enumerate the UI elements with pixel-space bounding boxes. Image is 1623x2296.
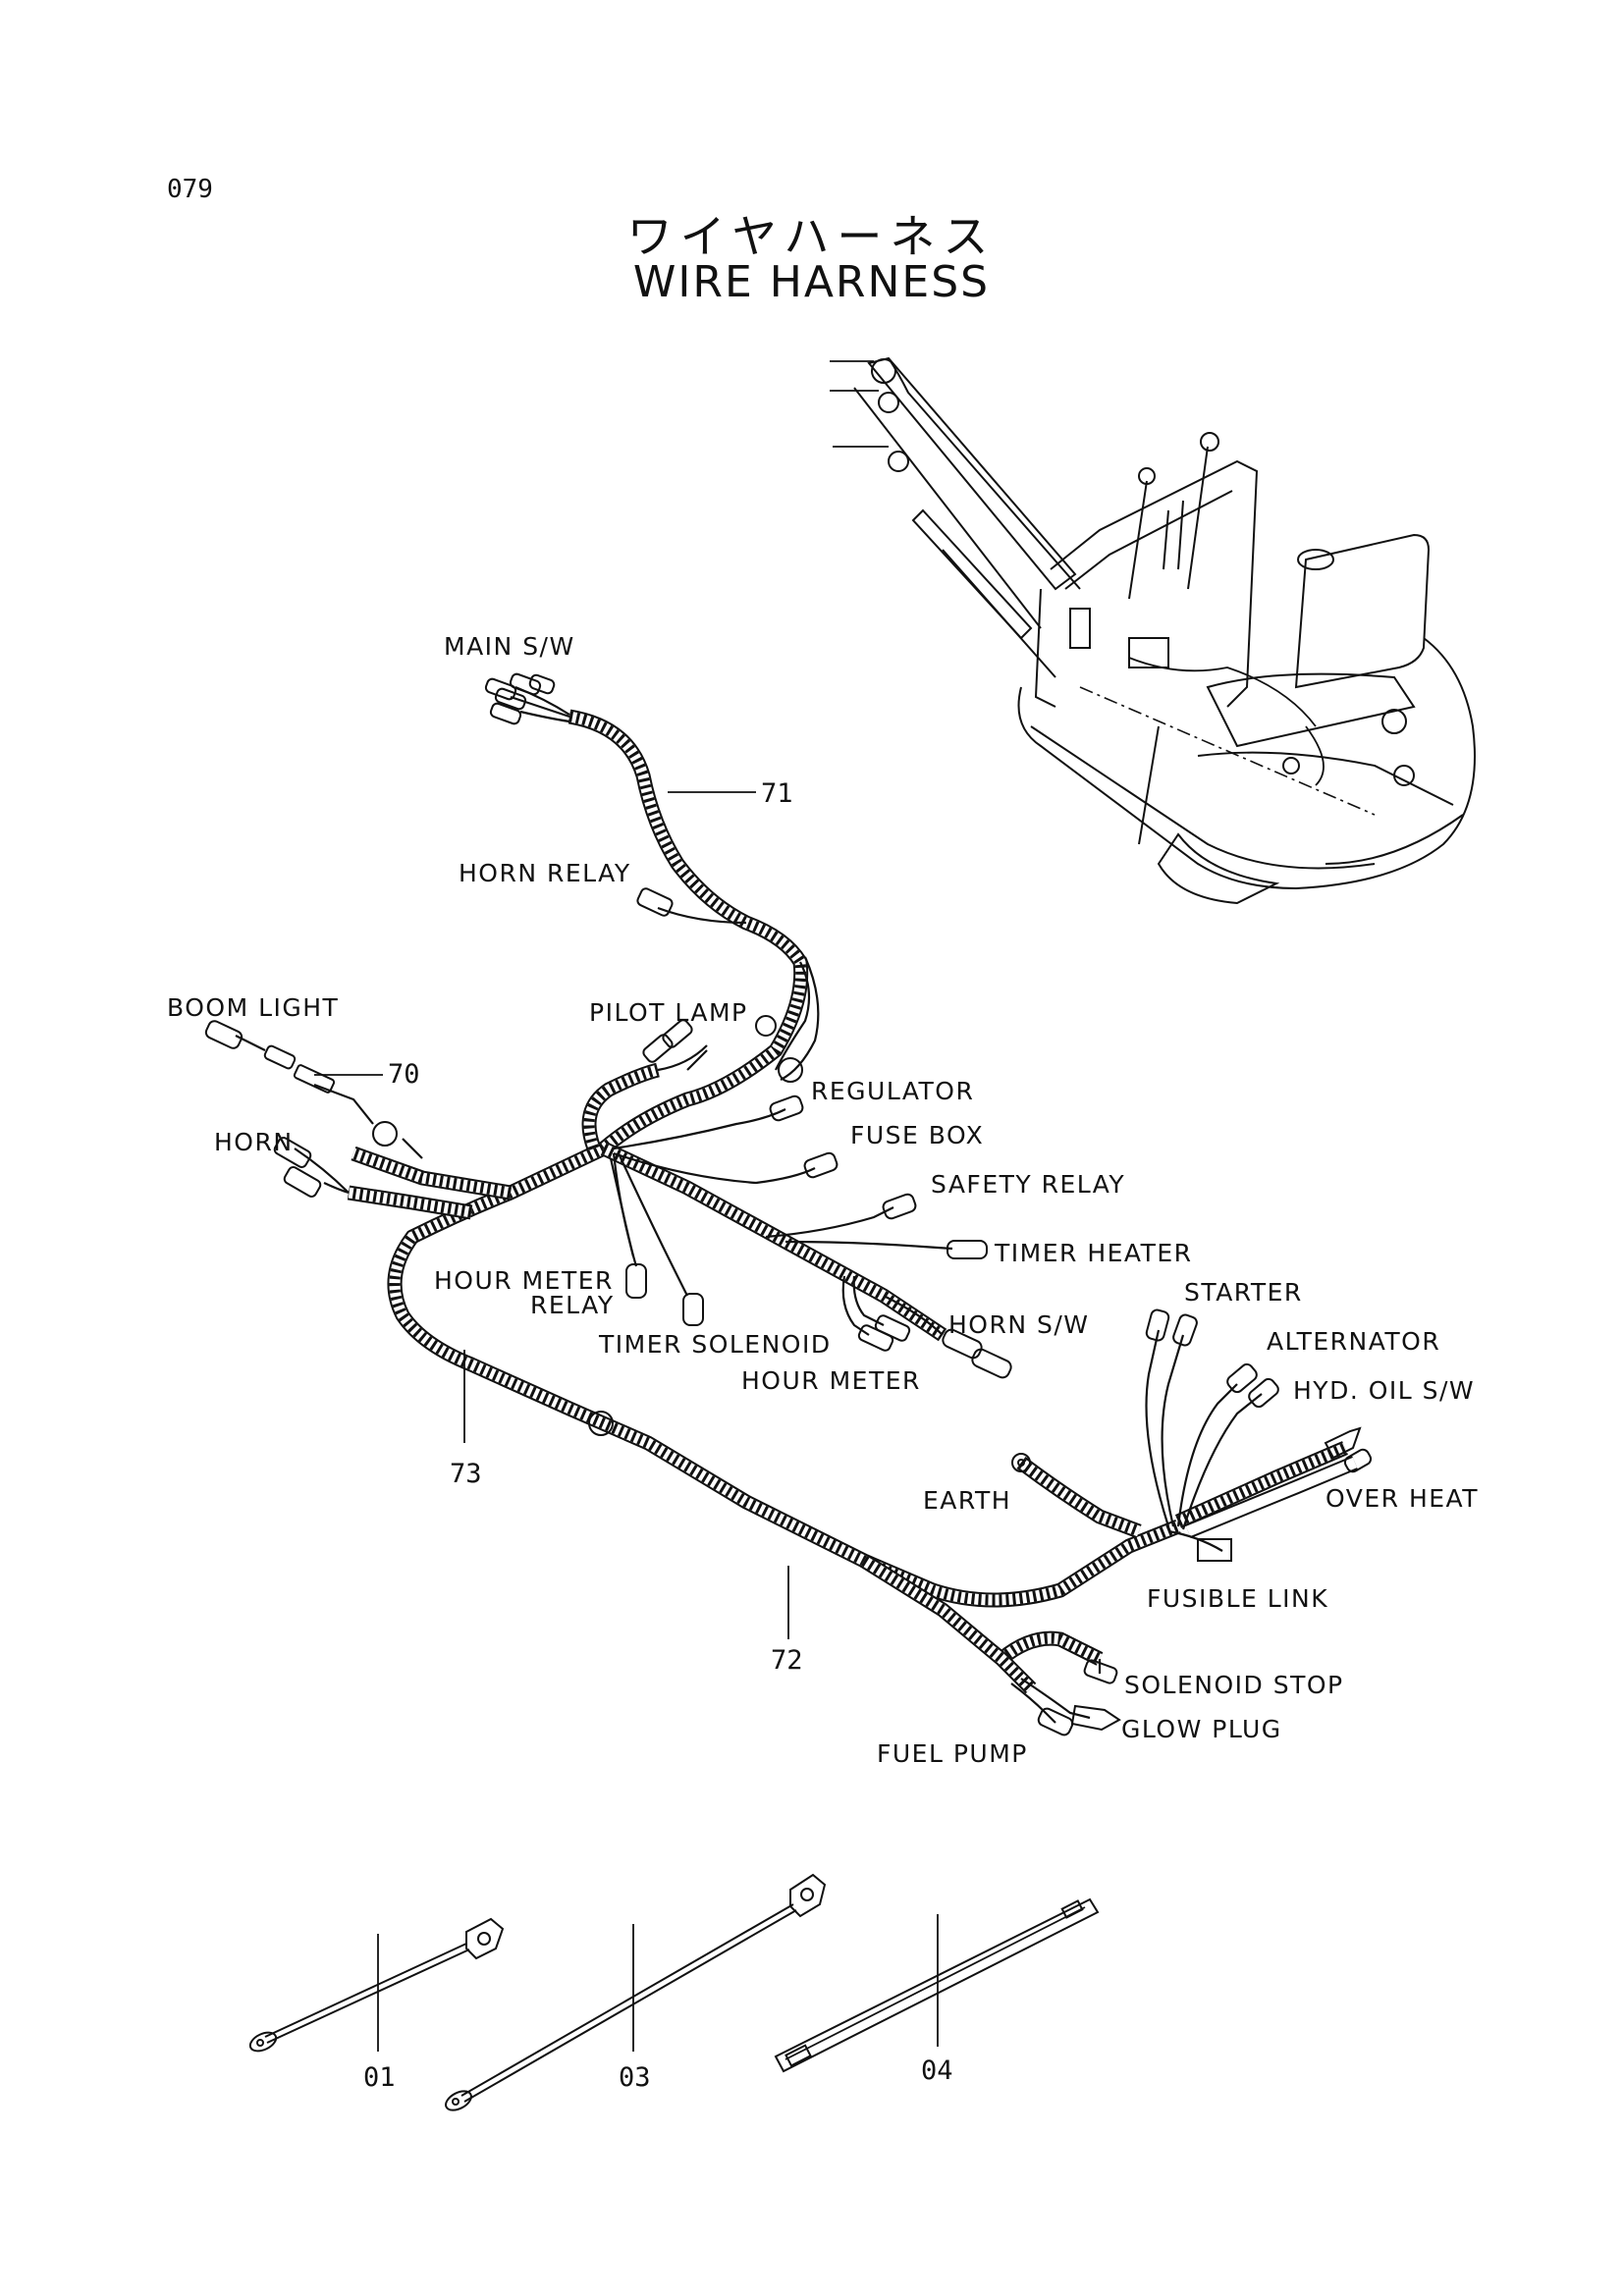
part-number-72: 72 <box>771 1645 803 1676</box>
alternator-connector <box>1226 1362 1258 1394</box>
label-fuel-pump: FUEL PUMP <box>877 1739 1028 1768</box>
solenoid-stop-connector <box>1083 1659 1118 1684</box>
label-boom-light: BOOM LIGHT <box>167 993 339 1022</box>
label-horn-relay: HORN RELAY <box>459 859 631 887</box>
part-number-01: 01 <box>363 2062 396 2093</box>
part-04-band <box>774 1897 1100 2073</box>
label-horn: HORN <box>214 1128 294 1156</box>
fuel-pump-connector <box>1037 1707 1074 1736</box>
loose-wires <box>235 685 1263 1724</box>
glow-plug-connector <box>1070 1704 1121 1732</box>
boom-light-connector <box>204 1020 243 1049</box>
timer-heater-connector <box>947 1240 988 1259</box>
connectors <box>204 672 1373 1736</box>
safety-relay-connector <box>882 1193 917 1220</box>
title-japanese: ワイヤハーネス <box>626 210 997 263</box>
timer-solenoid-connector <box>682 1293 704 1326</box>
grommet <box>588 1411 614 1436</box>
pilot-lamp-connector <box>642 1034 674 1063</box>
label-main-switch: MAIN S/W <box>444 632 575 661</box>
label-hour-meter-relay-line2: RELAY <box>530 1291 615 1319</box>
label-fuse-box: FUSE BOX <box>850 1121 984 1149</box>
part-numbers: 71 70 73 72 01 03 04 <box>363 778 953 2093</box>
fusible-link-connector <box>1197 1538 1232 1562</box>
grommet <box>372 1121 398 1147</box>
label-fusible-link: FUSIBLE LINK <box>1147 1584 1328 1613</box>
label-starter: STARTER <box>1184 1278 1303 1307</box>
label-hour-meter-relay-line1: HOUR METER <box>434 1266 614 1295</box>
label-solenoid-stop: SOLENOID STOP <box>1124 1671 1344 1699</box>
label-horn-switch: HORN S/W <box>948 1310 1090 1339</box>
leader-lines <box>314 791 939 2052</box>
horn-relay-connector <box>636 887 674 917</box>
page-number: 079 <box>167 175 213 204</box>
label-pilot-lamp: PILOT LAMP <box>589 998 748 1027</box>
starter-connector <box>1145 1308 1170 1342</box>
grommet <box>778 1057 803 1083</box>
hour-meter-relay-connector <box>625 1263 647 1299</box>
label-over-heat: OVER HEAT <box>1325 1484 1479 1513</box>
part-number-73: 73 <box>450 1459 482 1489</box>
part-number-03: 03 <box>619 2062 651 2093</box>
grommet <box>755 1015 777 1037</box>
label-safety-relay: SAFETY RELAY <box>931 1170 1125 1199</box>
label-alternator: ALTERNATOR <box>1267 1327 1440 1356</box>
horn-switch-connector <box>942 1328 983 1360</box>
fuse-box-connector <box>803 1151 839 1179</box>
label-earth: EARTH <box>923 1486 1011 1515</box>
earth-terminal <box>1011 1453 1031 1472</box>
horn-connector <box>273 1137 312 1168</box>
part-01-cable <box>248 1917 505 2053</box>
part-number-70: 70 <box>388 1059 420 1090</box>
part-03-cable <box>445 1873 827 2111</box>
label-timer-solenoid: TIMER SOLENOID <box>598 1330 832 1359</box>
over-heat-connector <box>1343 1448 1373 1473</box>
main-switch-connector <box>484 672 556 725</box>
harness-tape-runs <box>347 709 1358 1694</box>
label-glow-plug: GLOW PLUG <box>1121 1715 1282 1743</box>
title-english: WIRE HARNESS <box>632 257 991 307</box>
part-number-71: 71 <box>761 778 793 809</box>
excavator-illustration <box>830 356 1476 905</box>
part-number-04: 04 <box>921 2056 953 2086</box>
label-hour-meter: HOUR METER <box>741 1366 921 1395</box>
label-timer-heater: TIMER HEATER <box>994 1239 1193 1267</box>
hyd-oil-switch-connector <box>1324 1426 1362 1460</box>
component-labels: MAIN S/W HORN RELAY BOOM LIGHT PILOT LAM… <box>167 632 1479 1768</box>
label-regulator: REGULATOR <box>811 1077 974 1105</box>
label-hyd-oil-switch: HYD. OIL S/W <box>1293 1376 1475 1405</box>
regulator-connector <box>769 1095 804 1122</box>
